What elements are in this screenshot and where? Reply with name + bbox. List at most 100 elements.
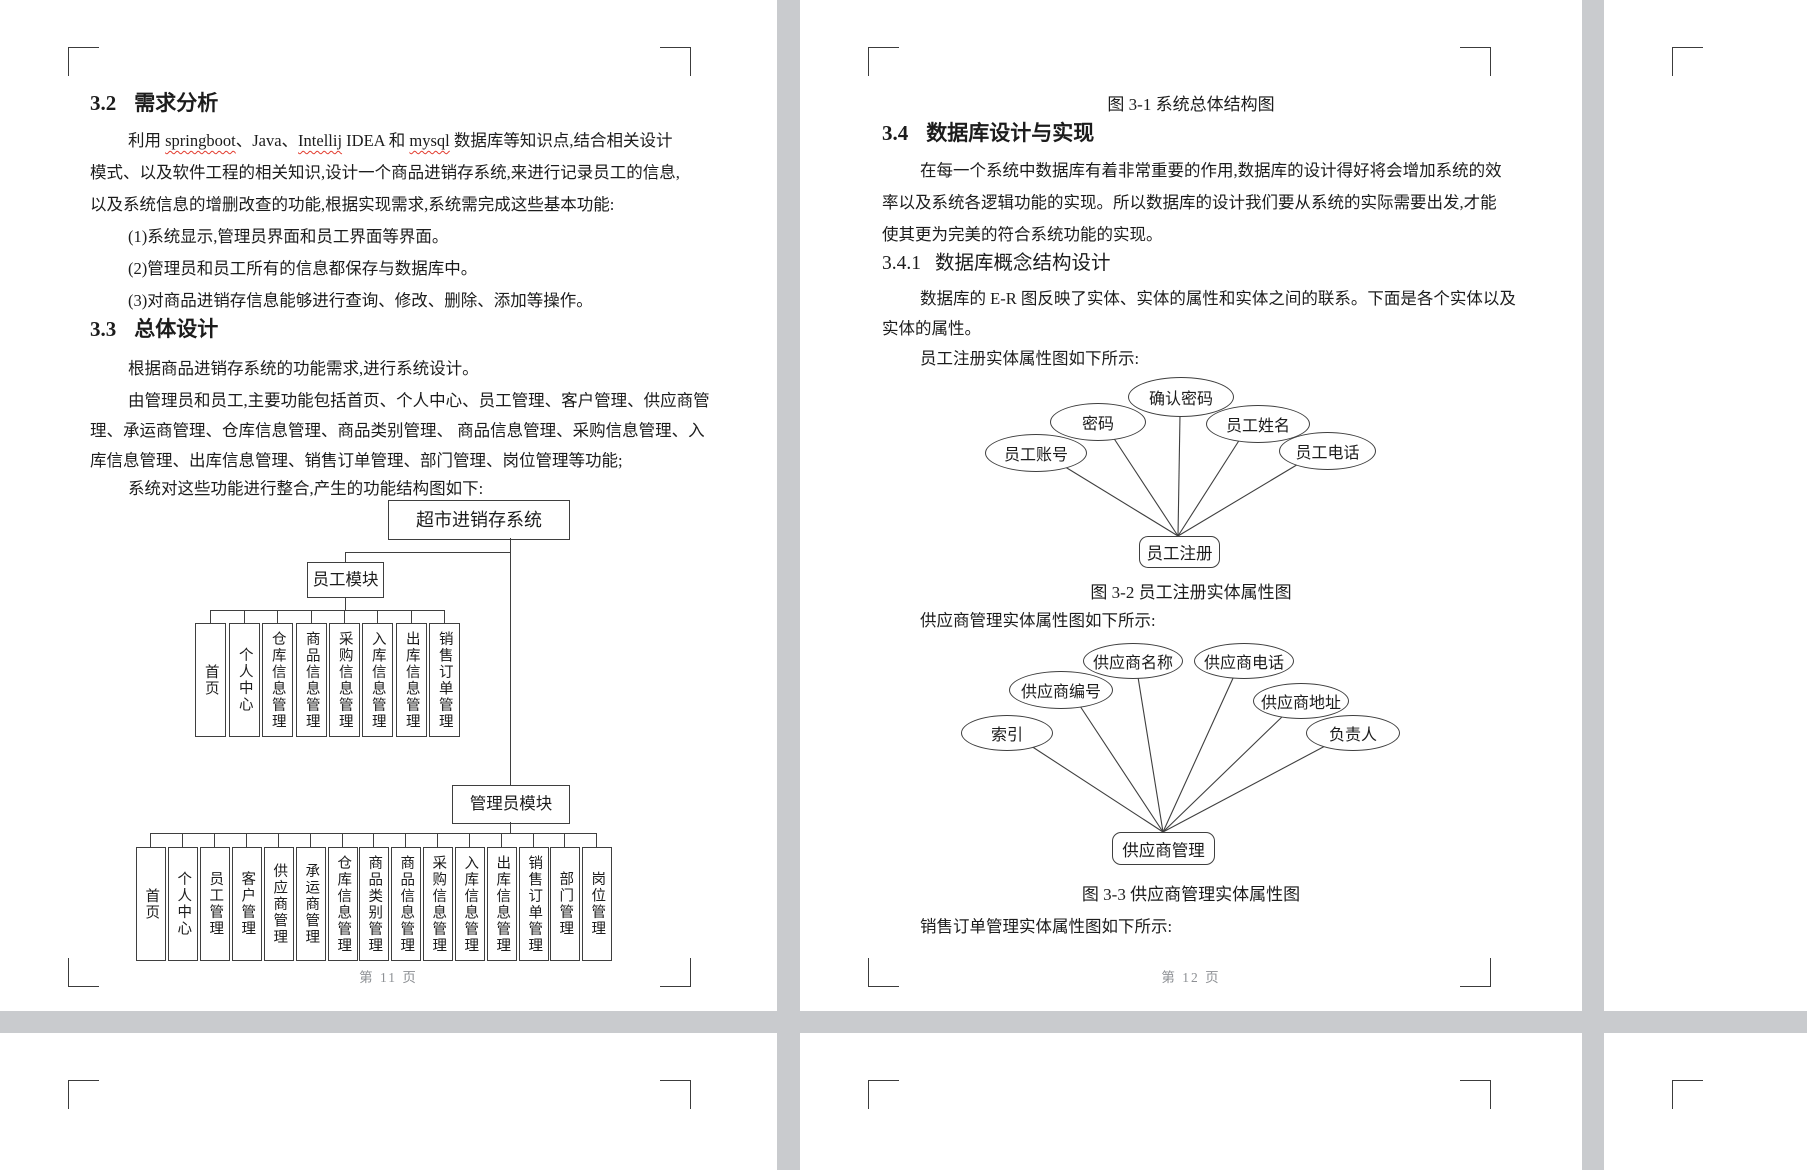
chart-connector bbox=[310, 833, 311, 847]
chart-connector bbox=[214, 833, 215, 847]
connector-line bbox=[1061, 464, 1179, 537]
chart-connector bbox=[501, 833, 502, 847]
paragraph-line: 使其更为完美的符合系统功能的实现。 bbox=[882, 225, 1163, 244]
connector-line bbox=[1162, 744, 1328, 833]
chart-node: 入库信息管理 bbox=[455, 847, 485, 961]
chart-connector bbox=[311, 610, 312, 623]
chart-connector bbox=[405, 833, 406, 847]
page-right-sliver-bottom bbox=[1604, 1033, 1807, 1170]
list-item: (2)管理员和员工所有的信息都保存与数据库中。 bbox=[128, 259, 478, 278]
chart-connector bbox=[564, 833, 565, 847]
section-number: 3.3 bbox=[90, 317, 117, 341]
margin-corner-mark bbox=[660, 1080, 691, 1109]
connector-line bbox=[1162, 675, 1235, 833]
chart-connector bbox=[510, 822, 511, 833]
chart-node: 仓库信息管理 bbox=[328, 847, 358, 961]
spellcheck-word: Intellij bbox=[298, 131, 343, 150]
chart-connector bbox=[278, 833, 279, 847]
chart-connector bbox=[437, 833, 438, 847]
paragraph-line: 在每一个系统中数据库有着非常重要的作用,数据库的设计得好将会增加系统的效 bbox=[920, 161, 1502, 180]
chart-module-label: 员工模块 bbox=[312, 569, 379, 589]
margin-corner-mark bbox=[1672, 1080, 1703, 1109]
chart-employee-module-box: 员工模块 bbox=[307, 562, 384, 598]
paragraph-line: 库信息管理、出库信息管理、销售订单管理、部门管理、岗位管理等功能; bbox=[90, 451, 623, 470]
margin-corner-mark bbox=[68, 1080, 99, 1109]
chart-connector bbox=[345, 552, 346, 562]
chart-node: 个人中心 bbox=[168, 847, 198, 961]
chart-node-label: 岗位管理 bbox=[589, 871, 606, 937]
chart-node-label: 商品信息管理 bbox=[398, 854, 415, 954]
er-attribute-label: 确认密码 bbox=[1148, 391, 1213, 408]
chart-node: 采购信息管理 bbox=[329, 623, 360, 737]
chart-node: 商品信息管理 bbox=[296, 623, 327, 737]
paragraph-line: 理、承运商管理、仓库信息管理、商品类别管理、 商品信息管理、采购信息管理、入 bbox=[90, 421, 705, 440]
er-attribute-ellipse: 供应商地址 bbox=[1253, 683, 1349, 719]
page-right-sliver bbox=[1604, 0, 1807, 1011]
chart-connector bbox=[244, 610, 245, 623]
paragraph-line: 率以及系统各逻辑功能的实现。所以数据库的设计我们要从系统的实际需要出发,才能 bbox=[882, 193, 1497, 212]
chart-node-label: 采购信息管理 bbox=[336, 630, 353, 730]
connector-line bbox=[1162, 713, 1286, 833]
er-attribute-label: 索引 bbox=[990, 727, 1023, 744]
text-run: 数据库等知识点,结合相关设计 bbox=[449, 131, 673, 150]
paragraph-line: 实体的属性。 bbox=[882, 319, 981, 338]
text-run: IDEA 和 bbox=[342, 131, 410, 150]
er-diagram-lines bbox=[1027, 414, 1328, 833]
chart-node-label: 入库信息管理 bbox=[369, 630, 386, 730]
section-title: 数据库概念结构设计 bbox=[935, 253, 1111, 274]
connector-line bbox=[1112, 436, 1179, 537]
margin-corner-mark bbox=[1672, 47, 1703, 76]
connector-line bbox=[1177, 462, 1301, 537]
margin-corner-mark bbox=[1460, 958, 1491, 987]
chart-node-label: 入库信息管理 bbox=[462, 854, 479, 954]
chart-node-label: 出库信息管理 bbox=[494, 854, 511, 954]
er-entity-box: 员工注册 bbox=[1139, 536, 1220, 568]
section-number: 3.4.1 bbox=[882, 253, 921, 274]
er-attribute-ellipse: 确认密码 bbox=[1128, 377, 1234, 417]
chart-node: 部门管理 bbox=[550, 847, 580, 961]
section-title: 数据库设计与实现 bbox=[926, 121, 1095, 145]
chart-node-label: 销售订单管理 bbox=[436, 630, 453, 730]
section-number: 3.4 bbox=[882, 121, 909, 145]
chart-node-label: 销售订单管理 bbox=[526, 854, 543, 954]
paragraph-line: 利用 springboot、Java、Intellij IDEA 和 mysql… bbox=[128, 130, 673, 152]
er-attribute-label: 负责人 bbox=[1328, 727, 1377, 744]
chart-node: 客户管理 bbox=[232, 847, 262, 961]
chart-node: 首页 bbox=[136, 847, 166, 961]
chart-node: 供应商管理 bbox=[264, 847, 294, 961]
page-14-partial bbox=[800, 1033, 1582, 1170]
connector-line bbox=[1177, 438, 1241, 537]
chart-node: 入库信息管理 bbox=[362, 623, 393, 737]
chart-node-label: 采购信息管理 bbox=[430, 854, 447, 954]
chart-node-label: 商品信息管理 bbox=[303, 630, 320, 730]
chart-node-label: 仓库信息管理 bbox=[335, 854, 352, 954]
lead-line: 供应商管理实体属性图如下所示: bbox=[920, 611, 1156, 630]
chart-node: 岗位管理 bbox=[582, 847, 612, 961]
chart-node: 商品类别管理 bbox=[359, 847, 389, 961]
chart-node-label: 出库信息管理 bbox=[403, 630, 420, 730]
margin-corner-mark bbox=[1460, 47, 1491, 76]
chart-node: 个人中心 bbox=[229, 623, 260, 737]
margin-corner-mark bbox=[868, 47, 899, 76]
margin-corner-mark bbox=[68, 958, 99, 987]
section-heading-3-4: 3.4 数据库设计与实现 bbox=[882, 120, 1094, 146]
figure-caption-3-3: 图 3-3 供应商管理实体属性图 bbox=[1081, 885, 1301, 904]
chart-node-label: 首页 bbox=[202, 663, 219, 697]
chart-node-label: 部门管理 bbox=[557, 871, 574, 937]
chart-connector bbox=[150, 833, 151, 847]
chart-root-label: 超市进销存系统 bbox=[416, 510, 542, 530]
chart-node: 采购信息管理 bbox=[423, 847, 453, 961]
paragraph-line: 数据库的 E-R 图反映了实体、实体的属性和实体之间的联系。下面是各个实体以及 bbox=[920, 289, 1516, 308]
chart-node-label: 商品类别管理 bbox=[366, 854, 383, 954]
paragraph-line: 系统对这些功能进行整合,产生的功能结构图如下: bbox=[128, 479, 484, 498]
margin-corner-mark bbox=[660, 47, 691, 76]
chart-node: 员工管理 bbox=[200, 847, 230, 961]
margin-corner-mark bbox=[868, 1080, 899, 1109]
chart-connector bbox=[596, 833, 597, 847]
paragraph-line: 模式、以及软件工程的相关知识,设计一个商品进销存系统,来进行记录员工的信息, bbox=[90, 163, 680, 182]
chart-connector bbox=[345, 596, 346, 610]
connector-line bbox=[1077, 702, 1164, 833]
chart-node-label: 承运商管理 bbox=[303, 862, 320, 946]
